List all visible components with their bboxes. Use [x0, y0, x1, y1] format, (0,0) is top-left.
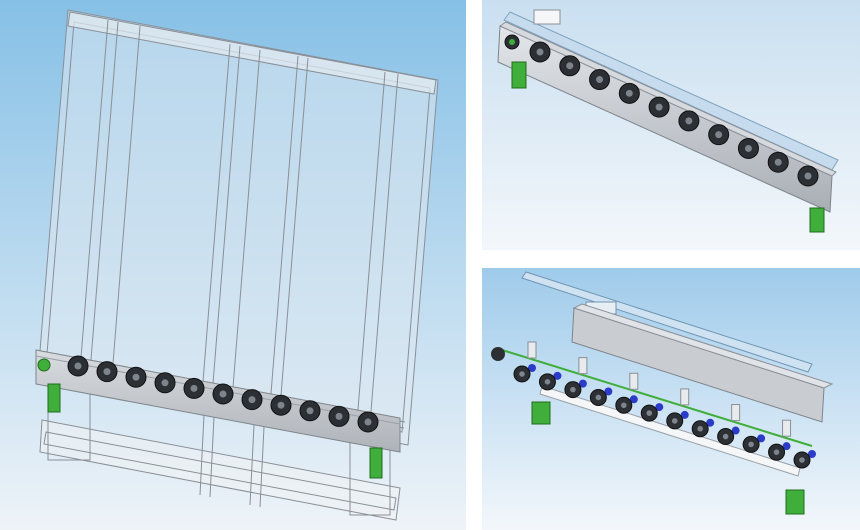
- roller-wheel: [648, 96, 670, 118]
- left-bracket: [511, 61, 527, 89]
- exploded-end-wheel: [491, 347, 505, 361]
- roller-wheel: [67, 355, 89, 377]
- iso-rollers: [529, 41, 819, 187]
- roller-wheel: [666, 412, 684, 430]
- axle-spacer: [808, 450, 816, 458]
- axle-spacer: [680, 410, 689, 419]
- front-rollers: [67, 355, 379, 433]
- roller-wheel: [797, 165, 819, 187]
- bearing-holder: [527, 341, 537, 359]
- roller-wheel: [328, 405, 350, 427]
- assembled-front-view-render: [0, 0, 466, 530]
- roller-wheel: [212, 383, 234, 405]
- exploded-isometric-view-render: [482, 268, 860, 530]
- roller-wheel: [270, 394, 292, 416]
- roller-wheel: [678, 110, 700, 132]
- right-bracket: [809, 207, 825, 233]
- bearing-holder: [578, 357, 588, 375]
- exploded-glass-plate: [521, 271, 813, 373]
- axle-spacer: [528, 364, 536, 372]
- axle-spacer: [604, 387, 613, 396]
- roller-wheel: [513, 365, 531, 383]
- axle-spacer: [655, 403, 664, 412]
- roller-wheel: [640, 404, 658, 422]
- roller-wheel: [708, 124, 730, 146]
- glass-frame: [37, 9, 439, 446]
- exploded-base-strip: [539, 385, 801, 477]
- axle-spacer: [706, 418, 715, 427]
- assembled-front-view-panel: [0, 0, 466, 530]
- roller-wheel: [615, 396, 633, 414]
- top-cover-box: [533, 9, 561, 25]
- roller-wheel: [183, 377, 205, 399]
- roller-wheel: [125, 366, 147, 388]
- roller-wheel: [529, 41, 551, 63]
- axle-spacer: [731, 426, 740, 435]
- roller-wheel: [737, 137, 759, 159]
- roller-wheel: [618, 82, 640, 104]
- roller-wheel: [564, 381, 582, 399]
- roller-wheel: [793, 451, 811, 469]
- axle-spacer: [629, 395, 638, 404]
- exploded-left-bracket: [531, 401, 551, 425]
- bearing-holder: [731, 404, 741, 422]
- exploded-axle: [501, 349, 813, 447]
- axle-spacer: [553, 371, 562, 380]
- roller-wheel: [299, 400, 321, 422]
- roller-wheel: [742, 435, 760, 453]
- roller-wheel: [768, 443, 786, 461]
- roller-wheel: [357, 411, 379, 433]
- roller-wheel: [717, 428, 735, 446]
- left-mount-bracket: [47, 383, 61, 413]
- roller-wheel: [96, 361, 118, 383]
- roller-wheel: [154, 372, 176, 394]
- green-brackets: [37, 358, 383, 479]
- bearing-holder: [629, 372, 639, 390]
- roller-wheel: [767, 151, 789, 173]
- bearing-holder: [680, 388, 690, 406]
- assembled-isometric-view-panel: [482, 0, 860, 250]
- right-mount-bracket: [369, 447, 383, 479]
- exploded-right-bracket: [785, 489, 805, 515]
- bearing-holder: [782, 419, 792, 437]
- roller-wheel: [241, 389, 263, 411]
- axle-spacer: [757, 434, 766, 443]
- exploded-parts: [513, 341, 816, 469]
- roller-wheel: [589, 388, 607, 406]
- roller-wheel: [559, 55, 581, 77]
- roller-wheel: [589, 69, 611, 91]
- roller-wheel: [691, 420, 709, 438]
- roller-wheel: [538, 373, 556, 391]
- axle-spacer: [782, 442, 791, 451]
- exploded-isometric-view-panel: [482, 268, 860, 530]
- axle-spacer: [578, 379, 587, 388]
- assembled-isometric-view-render: [482, 0, 860, 250]
- end-wheel-green: [37, 358, 51, 372]
